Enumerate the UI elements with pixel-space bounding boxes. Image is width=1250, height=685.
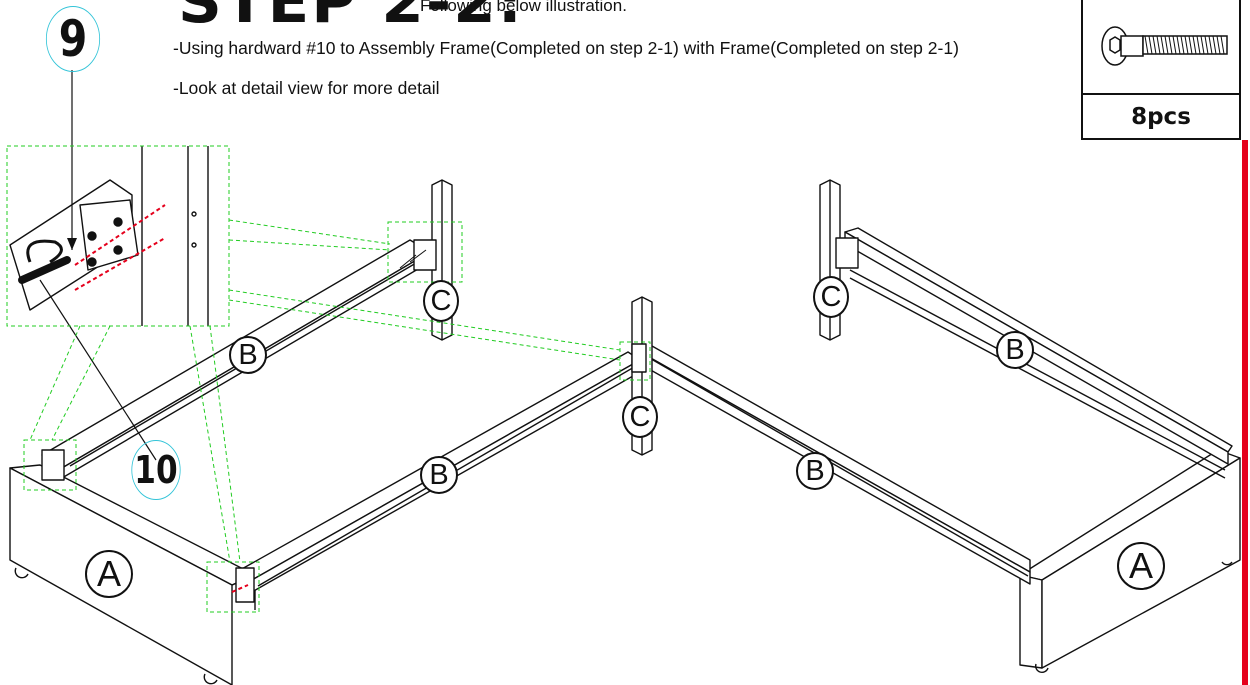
label-b-back-right: B — [996, 331, 1034, 369]
step-title: STEP 2-2: — [178, 0, 525, 36]
step-subtitle: Following below illustration. — [420, 0, 627, 15]
hardware-box: 8pcs — [1081, 0, 1241, 140]
label-c-right: C — [813, 276, 849, 318]
instruction-line-1: -Using hardward #10 to Assembly Frame(Co… — [173, 38, 959, 58]
detail-view — [9, 146, 209, 326]
hardware-divider — [1083, 93, 1239, 95]
rail-b-front-right — [639, 345, 1031, 585]
label-a-left: A — [85, 550, 133, 598]
callout-number-10: 10 — [131, 440, 181, 500]
instruction-line-2: -Look at detail view for more detail — [173, 78, 440, 98]
callout-number-9: 9 — [45, 6, 101, 72]
label-a-right: A — [1117, 542, 1165, 590]
hex-bolt-icon — [1101, 26, 1228, 66]
page-edge-marker — [1242, 140, 1248, 685]
rail-b-back-right — [844, 227, 1233, 479]
label-c-left: C — [423, 280, 459, 322]
label-b-upper-left: B — [229, 336, 267, 374]
hardware-quantity: 8pcs — [1131, 104, 1191, 130]
label-b-front-right: B — [796, 452, 834, 490]
label-c-middle: C — [622, 396, 658, 438]
label-b-front-left: B — [420, 456, 458, 494]
